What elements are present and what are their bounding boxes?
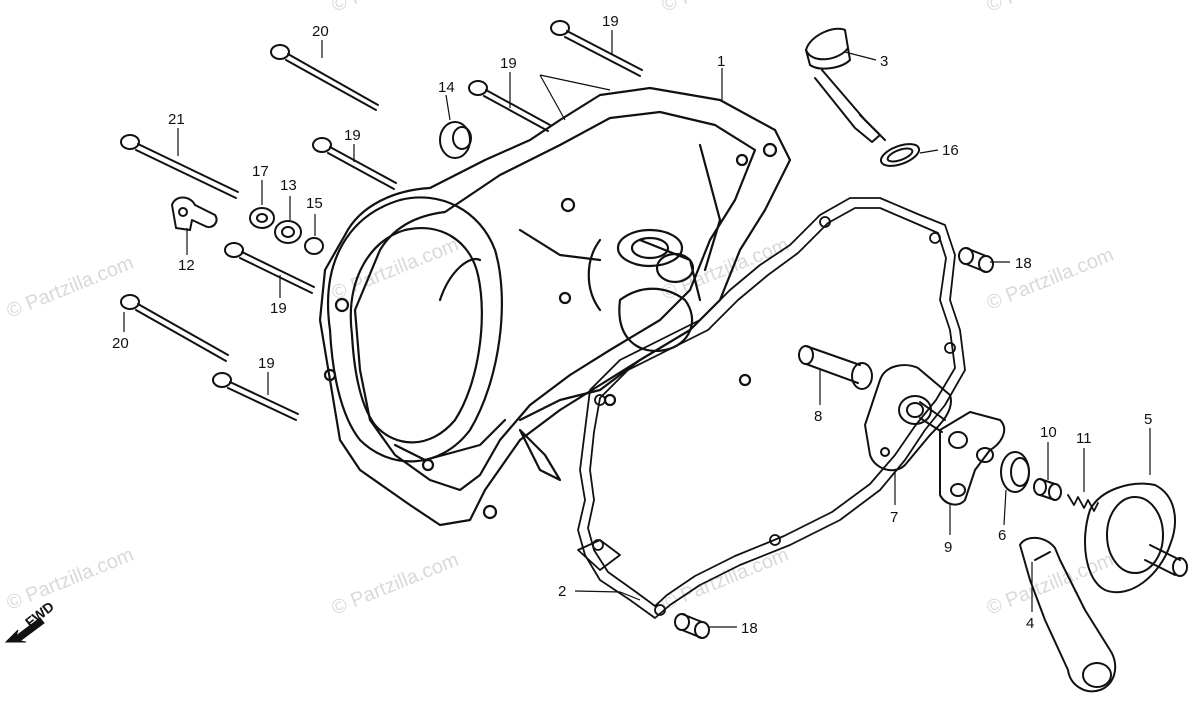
bolt-19-upper-mid[interactable] — [468, 80, 551, 132]
callout-label: 19 — [500, 55, 517, 72]
watermark: © Partzilla.com — [329, 549, 462, 620]
seal-part[interactable] — [1000, 451, 1030, 493]
watermark: © Partzilla.com — [329, 0, 462, 17]
watermark: © Partzilla.com — [659, 0, 792, 17]
callout-label: 15 — [306, 195, 323, 212]
bolt-20-top[interactable] — [270, 44, 379, 111]
watermark: © Partzilla.com — [4, 544, 137, 615]
callout-label: 11 — [1076, 430, 1092, 447]
watermark: © Partzilla.com — [984, 244, 1117, 315]
arrow-icon — [4, 617, 45, 643]
o-ring-small-part[interactable] — [304, 237, 324, 255]
callout-label: 3 — [880, 53, 888, 70]
callout-label: 16 — [942, 142, 959, 159]
callout-label: 1 — [717, 53, 725, 70]
crankcase-cover-part[interactable] — [318, 86, 792, 527]
watermark: © Partzilla.com — [659, 544, 792, 615]
callout-label: 19 — [602, 13, 619, 30]
spring-part[interactable] — [1067, 494, 1099, 512]
callout-label: 19 — [344, 127, 361, 144]
callout-label: 19 — [258, 355, 275, 372]
bolt-19-mid[interactable] — [312, 137, 397, 190]
callout-label: 10 — [1040, 424, 1057, 441]
bolt-19-left[interactable] — [224, 242, 315, 294]
watermark: © Partzilla.com — [4, 252, 137, 323]
callout-label: 9 — [944, 539, 952, 556]
bolt-19-top[interactable] — [550, 20, 643, 77]
callout-label: 5 — [1144, 411, 1152, 428]
bolt-20-low[interactable] — [120, 294, 229, 362]
washer-part[interactable] — [274, 220, 302, 244]
dowel-pin-lower[interactable] — [674, 613, 710, 639]
callout-label: 4 — [1026, 615, 1034, 632]
oil-filler-cap-part[interactable] — [805, 27, 886, 143]
callout-label: 7 — [890, 509, 898, 526]
o-ring-part[interactable] — [878, 140, 922, 171]
callout-label: 17 — [252, 163, 269, 180]
kick-shaft-bolt-part[interactable] — [798, 345, 873, 390]
callout-label: 2 — [558, 583, 566, 600]
callout-label: 6 — [998, 527, 1006, 544]
callout-label: 20 — [112, 335, 129, 352]
kick-starter-arm-part[interactable] — [1019, 536, 1117, 693]
callout-label: 19 — [270, 300, 287, 317]
stopper-plate-part[interactable] — [939, 411, 1006, 506]
callout-label: 21 — [168, 111, 185, 128]
nut-part[interactable] — [249, 207, 275, 229]
bolts — [120, 20, 643, 421]
callout-label: 18 — [741, 620, 758, 637]
bolt-19-low[interactable] — [212, 372, 299, 421]
watermark: © Partzilla.com — [984, 0, 1117, 17]
callout-label: 12 — [178, 257, 195, 274]
callout-labels: 20 19 19 14 1 3 16 21 19 17 13 15 12 19 … — [112, 13, 1152, 637]
callout-label: 20 — [312, 23, 329, 40]
pin-part[interactable] — [1033, 478, 1062, 501]
callout-label: 14 — [438, 79, 455, 96]
kick-starter-spindle-part[interactable] — [1084, 482, 1188, 594]
plate-part[interactable] — [864, 364, 952, 472]
bolt-21[interactable] — [120, 134, 239, 199]
callout-label: 8 — [814, 408, 822, 425]
gasket-part[interactable] — [577, 197, 966, 619]
callout-label: 18 — [1015, 255, 1032, 272]
dowel-pin-upper[interactable] — [958, 247, 994, 273]
oil-seal-part[interactable] — [439, 121, 472, 159]
callout-label: 13 — [280, 177, 297, 194]
clamp-part[interactable] — [171, 196, 218, 231]
leader-lines — [123, 30, 1151, 628]
